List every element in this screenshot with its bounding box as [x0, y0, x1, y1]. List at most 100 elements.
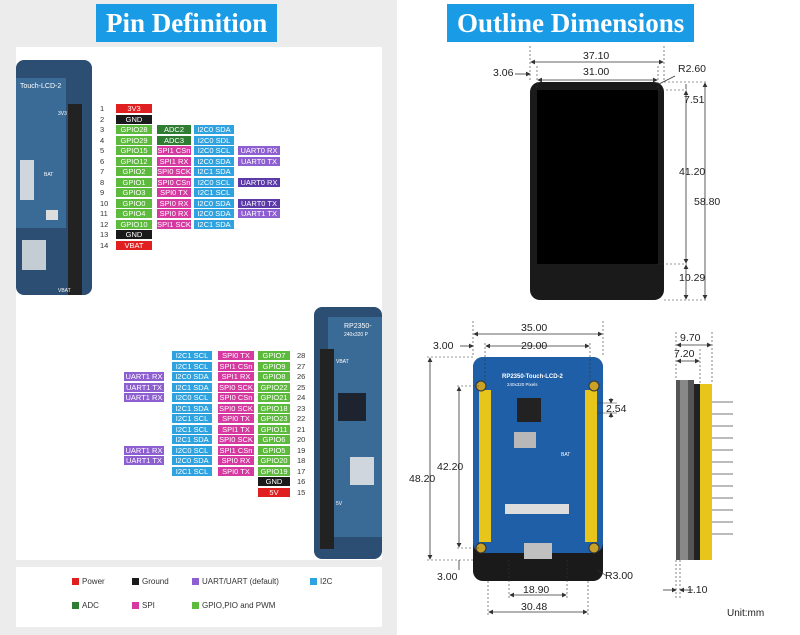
pin-number: 2 [100, 114, 105, 124]
dim-pcb-inner-width: 29.00 [521, 340, 548, 352]
front-view-lcd [515, 46, 708, 301]
pin-label: SPI0 SCK [218, 435, 254, 444]
dim-pin-pitch: 2.54 [606, 403, 627, 415]
pin-label: UART1 RX [124, 445, 164, 455]
legend-label: ADC [82, 601, 99, 610]
pin-label: I2C0 SDA [194, 209, 234, 218]
pin-label: GND [116, 230, 152, 239]
pin-number: 14 [100, 240, 109, 250]
pin-number: 6 [100, 156, 105, 166]
legend-label: Power [82, 577, 105, 586]
pin-label: GPIO28 [116, 125, 152, 134]
pin-label: SPI0 CSn [157, 177, 191, 187]
dim-pcb-total-height: 48.20 [409, 473, 436, 485]
pin-label: SPI1 RX [157, 156, 191, 166]
pin-label: GPIO5 [258, 445, 290, 455]
pin-label: UART0 TX [238, 198, 280, 208]
pcb-label: RP2350-Touch-LCD-2 [502, 374, 564, 380]
pin-label: UART1 TX [124, 456, 164, 465]
pin-label: GPIO9 [258, 361, 290, 371]
legend [16, 567, 382, 627]
pin-label: GPIO2 [116, 167, 152, 176]
pin-label: I2C1 SCL [194, 188, 234, 197]
pin-label: SPI0 SCK [218, 403, 254, 413]
legend-swatch [310, 578, 317, 585]
pin-label: GPIO11 [258, 424, 290, 434]
pin-number: 27 [297, 361, 306, 371]
pcb-sublabel: 240x320 Pixels [507, 382, 538, 387]
side-view [663, 332, 733, 598]
pin-number: 26 [297, 372, 306, 381]
pin-label: VBAT [116, 240, 152, 250]
pin-label: UART0 TX [238, 156, 280, 166]
pin-label: I2C1 SCL [172, 466, 212, 476]
pin-number: 9 [100, 188, 105, 197]
pin-label: GPIO0 [116, 198, 152, 208]
dim-usb-width: 18.90 [523, 584, 550, 596]
pin-label: I2C0 SCL [194, 177, 234, 187]
pin-label: ADC3 [157, 135, 191, 145]
pin-number: 7 [100, 167, 105, 176]
pin-label: I2C0 SCL [194, 146, 234, 155]
dim-side-thickness: 9.70 [680, 332, 701, 344]
unit-label: Unit:mm [727, 608, 765, 619]
pin-label: GPIO15 [116, 146, 152, 155]
pin-label: ADC2 [157, 125, 191, 134]
pin-label: UART1 RX [124, 393, 164, 402]
pin-number: 10 [100, 198, 109, 208]
bottom-board-image: RP2350- 240x320 P VBAT 5V [314, 307, 382, 559]
pin-number: 3 [100, 125, 105, 134]
pin-label: GND [116, 114, 152, 124]
legend-label: SPI [142, 601, 155, 610]
pin-label: 3V3 [116, 104, 152, 113]
dim-screen-height: 41.20 [679, 166, 706, 178]
dim-total-height: 58.80 [694, 196, 721, 208]
pin-label: I2C0 SDA [172, 456, 212, 465]
pin-label: GPIO6 [258, 435, 290, 444]
pin-label: GPIO7 [258, 351, 290, 360]
legend-swatch [192, 578, 199, 585]
pin-label: GND [258, 477, 290, 486]
dim-corner-radius-pcb: R3.00 [605, 570, 634, 582]
pin-label: UART1 RX [124, 372, 164, 381]
pin-label: I2C0 SDA [172, 372, 212, 381]
pin-label: 5V [258, 487, 290, 497]
pin-number: 5 [100, 146, 105, 155]
pin-label: SPI1 CSn [218, 445, 254, 455]
pin-label: I2C0 SDL [194, 135, 234, 145]
pin-number: 25 [297, 382, 306, 392]
pin-label: GPIO21 [258, 393, 290, 402]
top-board-vbat-label: VBAT [58, 288, 71, 294]
bottom-board-5v-label: 5V [336, 501, 343, 507]
dim-bottom-width: 30.48 [521, 601, 548, 613]
pin-number: 4 [100, 135, 105, 145]
pin-label: I2C1 SCL [172, 424, 212, 434]
pin-number: 23 [297, 403, 306, 413]
pin-label: SPI1 CSn [218, 361, 254, 371]
top-board-label: Touch-LCD-2 [20, 83, 61, 90]
pin-number: 8 [100, 177, 105, 187]
pin-label: GPIO19 [258, 466, 290, 476]
pin-number: 18 [297, 456, 306, 465]
pin-label: SPI0 SCK [157, 167, 191, 176]
bottom-board-vbat-label: VBAT [336, 359, 349, 365]
pin-label: GPIO4 [116, 209, 152, 218]
pin-label: GPIO10 [116, 219, 152, 229]
pin-label: SPI1 SCK [157, 219, 191, 229]
pin-label: GPIO20 [258, 456, 290, 465]
dim-corner-radius-top: R2.60 [678, 63, 707, 75]
pin-label: I2C1 SCL [172, 361, 212, 371]
pin-label: UART0 RX [238, 146, 280, 155]
pin-label: GPIO22 [258, 382, 290, 392]
legend-swatch [72, 578, 79, 585]
pin-definition-panel: Pin Definition Touch-LCD-2 3V3 VBAT BAT … [0, 0, 397, 635]
pin-number: 11 [100, 209, 108, 218]
pin-label: SPI0 RX [157, 209, 191, 218]
pin-label: SPI0 TX [157, 188, 191, 197]
pin-label: I2C0 SDA [194, 198, 234, 208]
pin-label: SPI1 TX [218, 424, 254, 434]
pin-number: 21 [297, 424, 306, 434]
dim-top-width-inner: 31.00 [583, 66, 610, 78]
dim-pcb-left-offset: 3.00 [433, 340, 454, 352]
top-board-bat-label: BAT [44, 172, 53, 178]
